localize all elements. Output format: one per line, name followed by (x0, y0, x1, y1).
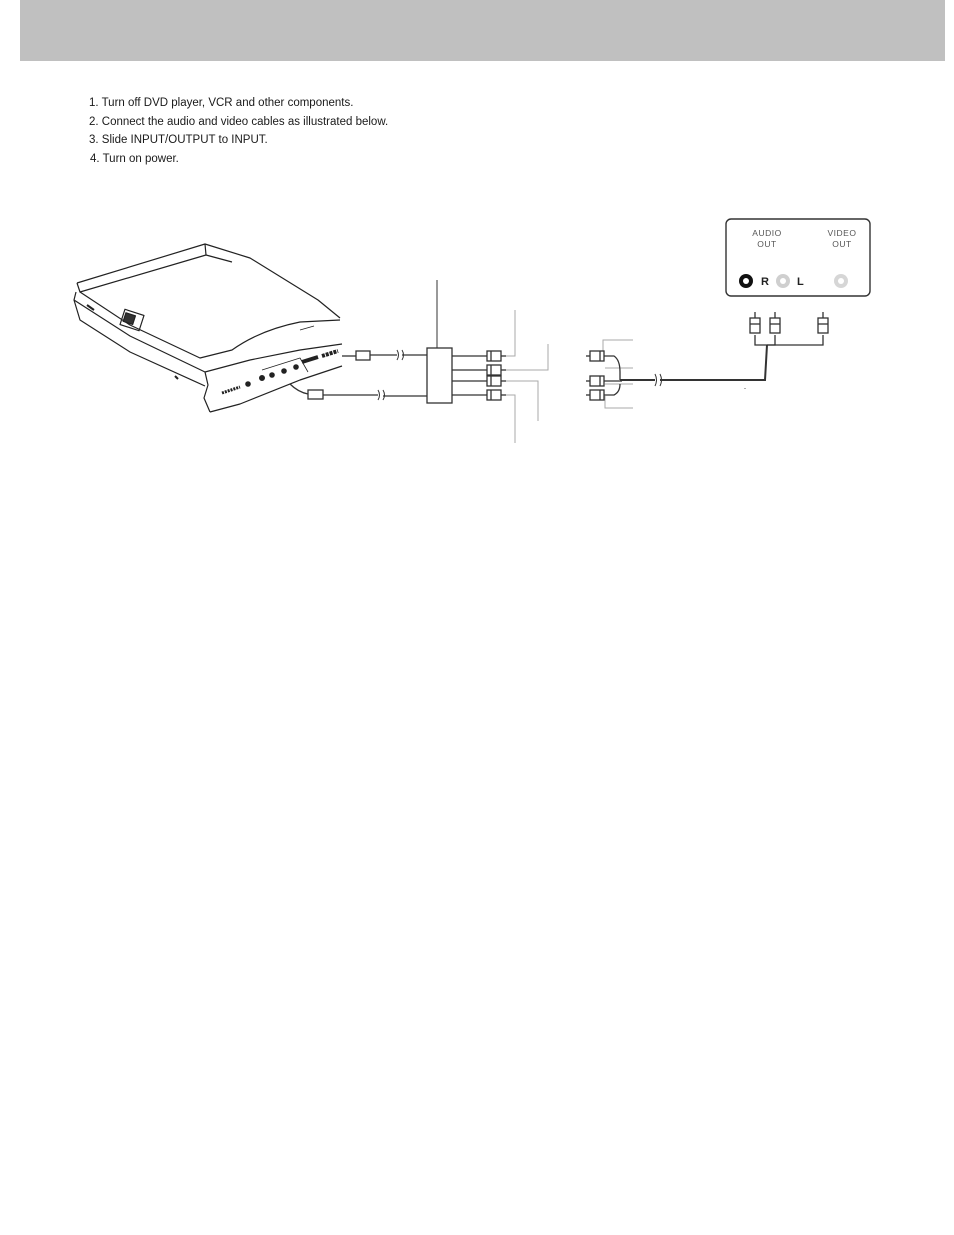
source-output-panel: AUDIO OUT VIDEO OUT R L (725, 218, 871, 297)
leader-lines (506, 310, 633, 443)
step-2: 2. Connect the audio and video cables as… (89, 115, 389, 128)
video-out-label-line1: VIDEO (828, 228, 857, 238)
instruction-steps: 1. Turn off DVD player, VCR and other co… (89, 94, 388, 169)
header-bar (20, 0, 945, 61)
step-3: 3. Slide INPUT/OUTPUT to INPUT. (89, 134, 268, 147)
step-1: 1. Turn off DVD player, VCR and other co… (89, 97, 354, 109)
audio-out-label-line2: OUT (757, 239, 776, 249)
jack-l-label: L (797, 276, 804, 288)
jack-r-label: R (761, 276, 769, 288)
audio-out-label-line1: AUDIO (752, 228, 781, 238)
step-4: 4. Turn on power. (90, 153, 179, 166)
video-out-label-line2: OUT (832, 239, 851, 249)
player-to-splitter-cables (289, 349, 427, 401)
connection-diagram: AUDIO OUT VIDEO OUT R L (73, 218, 871, 443)
adapter-splitter (426, 280, 506, 404)
portable-dvd-player (73, 243, 343, 413)
rca-cable-bundle (586, 312, 829, 401)
